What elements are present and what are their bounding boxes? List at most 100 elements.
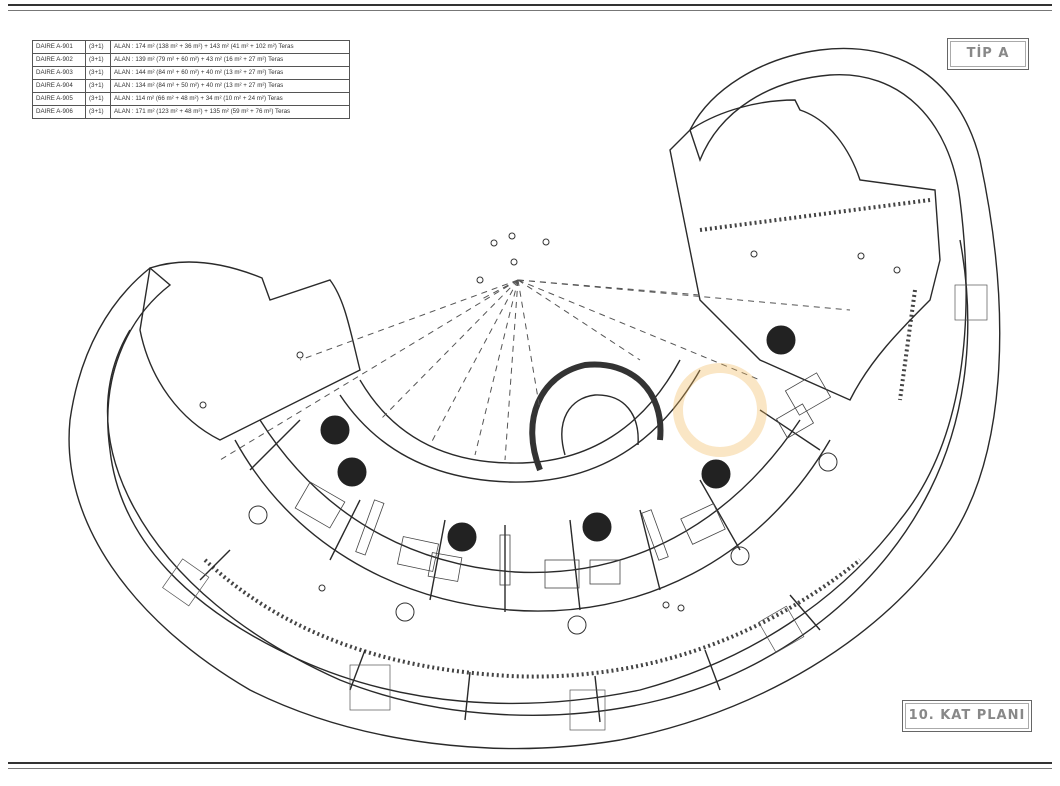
planter-area bbox=[349, 664, 391, 711]
type-label: TİP A bbox=[947, 38, 1029, 70]
bed bbox=[544, 559, 580, 589]
light-marker bbox=[490, 239, 498, 247]
spiral-stair bbox=[582, 512, 612, 542]
unit-cell: DAIRE A-906 bbox=[32, 105, 86, 119]
apartment-area-table: DAIRE A-901 (3+1) ALAN : 174 m² (138 m² … bbox=[32, 40, 350, 119]
terrace-partition bbox=[704, 649, 721, 691]
wardrobe bbox=[641, 509, 669, 561]
light-marker bbox=[750, 250, 758, 258]
unit-cell: DAIRE A-902 bbox=[32, 53, 86, 67]
bottom-border-rule-inner bbox=[8, 768, 1052, 769]
planter-area bbox=[954, 284, 988, 321]
area-cell: ALAN : 171 m² (123 m² + 48 m²) + 135 m² … bbox=[110, 105, 350, 119]
bed bbox=[784, 372, 832, 416]
plant-pot bbox=[818, 452, 838, 472]
spiral-stair bbox=[766, 325, 796, 355]
central-stair bbox=[529, 361, 664, 472]
radial-wall bbox=[429, 519, 446, 601]
plant-pot bbox=[730, 546, 750, 566]
type-cell: (3+1) bbox=[85, 53, 111, 67]
table-row: DAIRE A-902 (3+1) ALAN : 139 m² (79 m² +… bbox=[32, 53, 350, 67]
radial-wall bbox=[569, 519, 581, 611]
right-wing-block bbox=[669, 99, 941, 401]
balcony-rail-3 bbox=[898, 289, 917, 401]
area-cell: ALAN : 114 m² (66 m² + 48 m²) + 34 m² (1… bbox=[110, 92, 350, 106]
radial-wall bbox=[639, 509, 661, 591]
left-wing-block bbox=[139, 261, 361, 441]
floor-plan-title: 10. KAT PLANI bbox=[902, 700, 1032, 732]
unit-cell: DAIRE A-904 bbox=[32, 79, 86, 93]
terrace-partition bbox=[464, 671, 471, 721]
radial-wall bbox=[759, 409, 821, 451]
view-line bbox=[474, 279, 519, 456]
bed bbox=[397, 536, 439, 572]
bed bbox=[294, 481, 346, 529]
central-stair-inner bbox=[561, 394, 639, 456]
radial-wall bbox=[699, 479, 741, 551]
type-cell: (3+1) bbox=[85, 40, 111, 54]
area-cell: ALAN : 134 m² (84 m² + 50 m²) + 40 m² (1… bbox=[110, 79, 350, 93]
table-row: DAIRE A-901 (3+1) ALAN : 174 m² (138 m² … bbox=[32, 40, 350, 54]
bottom-border-rule bbox=[8, 762, 1052, 764]
light-marker bbox=[662, 601, 670, 609]
plant-pot bbox=[248, 505, 268, 525]
light-marker bbox=[476, 276, 484, 284]
terrace-partition bbox=[789, 594, 821, 631]
view-line bbox=[429, 279, 519, 446]
view-line bbox=[479, 279, 519, 301]
type-cell: (3+1) bbox=[85, 92, 111, 106]
radial-wall bbox=[249, 419, 301, 471]
type-cell: (3+1) bbox=[85, 105, 111, 119]
type-cell: (3+1) bbox=[85, 66, 111, 80]
spiral-stair bbox=[447, 522, 477, 552]
view-line bbox=[299, 279, 519, 361]
top-border-rule-inner bbox=[8, 10, 1052, 11]
unit-cell: DAIRE A-901 bbox=[32, 40, 86, 54]
area-cell: ALAN : 174 m² (138 m² + 36 m²) + 143 m² … bbox=[110, 40, 350, 54]
view-line bbox=[379, 279, 519, 421]
inner-core-wall-2 bbox=[359, 359, 681, 464]
bed bbox=[427, 552, 463, 582]
bed bbox=[589, 559, 621, 585]
bed bbox=[680, 503, 726, 545]
view-line bbox=[219, 279, 519, 461]
radial-wall bbox=[329, 499, 361, 561]
view-line bbox=[517, 279, 641, 361]
plant-pot bbox=[395, 602, 415, 622]
area-cell: ALAN : 144 m² (84 m² + 60 m²) + 40 m² (1… bbox=[110, 66, 350, 80]
terrace-partition bbox=[199, 549, 231, 581]
terrace-partition bbox=[594, 675, 601, 723]
unit-cell: DAIRE A-905 bbox=[32, 92, 86, 106]
unit-cell: DAIRE A-903 bbox=[32, 66, 86, 80]
planter-area bbox=[162, 558, 210, 607]
corridor-wall-2 bbox=[259, 419, 801, 574]
table-row: DAIRE A-904 (3+1) ALAN : 134 m² (84 m² +… bbox=[32, 79, 350, 93]
area-cell: ALAN : 139 m² (79 m² + 60 m²) + 43 m² (1… bbox=[110, 53, 350, 67]
balcony-rail-2 bbox=[699, 198, 931, 232]
spiral-stair bbox=[320, 415, 350, 445]
corridor-outer-wall bbox=[234, 439, 831, 612]
light-marker bbox=[893, 266, 901, 274]
planter-area bbox=[569, 689, 606, 731]
table-row: DAIRE A-905 (3+1) ALAN : 114 m² (66 m² +… bbox=[32, 92, 350, 106]
wardrobe bbox=[499, 534, 511, 586]
light-marker bbox=[508, 232, 516, 240]
type-cell: (3+1) bbox=[85, 79, 111, 93]
table-row: DAIRE A-906 (3+1) ALAN : 171 m² (123 m² … bbox=[32, 105, 350, 119]
balcony-rail bbox=[203, 558, 862, 679]
wardrobe bbox=[355, 499, 385, 556]
light-marker bbox=[542, 238, 550, 246]
bed bbox=[775, 403, 815, 439]
light-marker bbox=[199, 401, 207, 409]
watermark-logo bbox=[673, 363, 767, 457]
view-line bbox=[517, 279, 541, 411]
plant-pot bbox=[567, 615, 587, 635]
view-line bbox=[517, 279, 851, 311]
outer-outline bbox=[68, 47, 1001, 750]
spiral-stair bbox=[337, 457, 367, 487]
view-line bbox=[517, 279, 701, 296]
terrace-partition bbox=[349, 649, 366, 691]
light-marker bbox=[510, 258, 518, 266]
light-marker bbox=[677, 604, 685, 612]
